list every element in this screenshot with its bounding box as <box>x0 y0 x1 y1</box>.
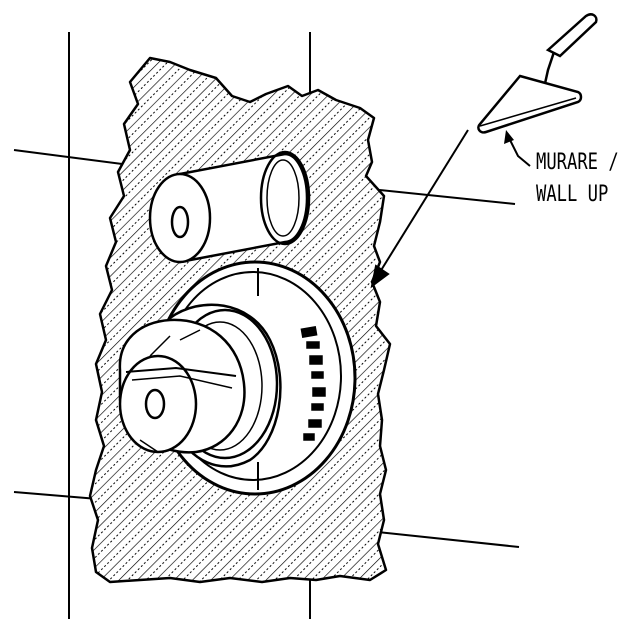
tile-line-h-left-top <box>13 149 131 166</box>
cylinder-back-ring-inner <box>266 159 300 237</box>
valve-scale-markings <box>300 325 326 441</box>
trowel-blade <box>477 74 583 134</box>
cylinder-body <box>178 152 309 264</box>
knob-ridge-2 <box>131 375 233 389</box>
cylinder-back-ring <box>259 150 311 246</box>
diverter-cylinder <box>148 150 311 264</box>
trowel-edge <box>479 97 577 127</box>
knob-spline-2 <box>179 329 201 341</box>
label-leader <box>507 135 531 167</box>
tile-line-h-right-bottom <box>377 531 520 548</box>
label-leader-arrowhead <box>504 130 514 144</box>
knob-spline-1 <box>149 335 171 357</box>
trowel-handle <box>545 13 598 58</box>
label-murare: MURARE / <box>536 150 619 175</box>
label-wall-up: WALL UP <box>536 182 609 207</box>
knob-spindle <box>144 388 166 420</box>
mixer-valve <box>118 260 357 496</box>
cylinder-bore <box>170 205 190 239</box>
knob-spline-3 <box>139 439 159 453</box>
callout-arrow <box>370 129 469 289</box>
trowel-icon <box>477 13 598 134</box>
tile-line-h-right-top <box>359 187 516 205</box>
knob-ridge <box>125 366 237 377</box>
